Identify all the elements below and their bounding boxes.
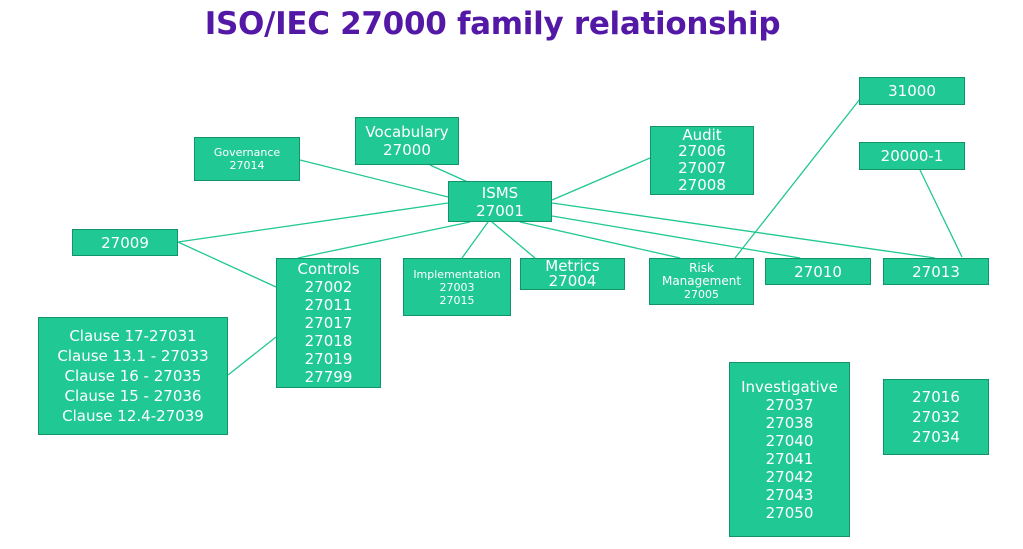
node-risk-management: Risk Management 27005 [649, 258, 754, 305]
other-code-1: 27016 [912, 388, 960, 406]
controls-code-1: 27002 [304, 278, 353, 296]
node-audit: Audit 27006 27007 27008 [650, 126, 754, 195]
governance-code: 27014 [229, 159, 265, 172]
investigative-label: Investigative [741, 377, 838, 396]
connector-27009-isms [177, 202, 449, 243]
connector-clauses-controls [227, 336, 277, 376]
controls-label: Controls [297, 260, 360, 278]
clause-item-3: Clause 16 - 27035 [64, 367, 202, 385]
node-27009: 27009 [72, 229, 178, 256]
connector-isms-risk [519, 221, 681, 259]
iso27013-code: 27013 [912, 262, 960, 281]
node-governance: Governance 27014 [194, 137, 300, 181]
node-metrics: Metrics 27004 [520, 258, 625, 290]
controls-code-6: 27799 [304, 368, 353, 386]
isms-code: 27001 [476, 201, 524, 220]
risk-label-1: Risk [689, 261, 714, 275]
connector-20000-27013 [919, 169, 963, 258]
connector-isms-27013 [551, 202, 936, 259]
node-31000: 31000 [859, 77, 965, 105]
connector-audit-isms [551, 157, 651, 201]
iso31000-code: 31000 [888, 82, 936, 100]
audit-code-2: 27007 [678, 158, 726, 177]
vocabulary-code: 27000 [383, 141, 431, 159]
investigative-code-6: 27043 [765, 485, 814, 504]
connector-isms-metrics [491, 221, 536, 259]
connector-risk-31000 [734, 98, 861, 259]
iso27010-code: 27010 [794, 262, 842, 281]
connector-isms-implementation [461, 221, 489, 259]
risk-label-2: Management [661, 274, 742, 288]
node-investigative: Investigative 27037 27038 27040 27041 27… [729, 362, 850, 537]
node-vocabulary: Vocabulary 27000 [355, 117, 459, 165]
investigative-code-1: 27037 [765, 395, 814, 414]
implementation-code-2: 27015 [439, 293, 475, 307]
clause-item-4: Clause 15 - 27036 [64, 387, 202, 405]
controls-code-5: 27019 [304, 350, 353, 368]
metrics-label: Metrics [545, 258, 600, 275]
clause-item-1: Clause 17-27031 [69, 327, 197, 345]
audit-code-1: 27006 [678, 141, 726, 160]
node-isms: ISMS 27001 [448, 181, 552, 222]
risk-code: 27005 [684, 288, 719, 301]
governance-label: Governance [213, 146, 281, 159]
node-implementation: Implementation 27003 27015 [403, 258, 511, 316]
vocabulary-label: Vocabulary [365, 123, 449, 141]
audit-label: Audit [682, 126, 722, 144]
investigative-code-5: 27042 [765, 467, 814, 486]
iso27009-code: 27009 [101, 233, 149, 252]
clause-item-5: Clause 12.4-27039 [62, 407, 204, 425]
connector-vocabulary-isms [429, 164, 471, 184]
investigative-code-4: 27041 [765, 449, 814, 468]
node-clauses: Clause 17-27031 Clause 13.1 - 27033 Clau… [38, 317, 228, 435]
controls-code-2: 27011 [304, 296, 353, 314]
controls-code-3: 27017 [304, 314, 353, 332]
implementation-label: Implementation [413, 267, 501, 281]
audit-code-3: 27008 [678, 175, 726, 194]
isms-label: ISMS [481, 183, 519, 202]
implementation-code-1: 27003 [439, 280, 475, 294]
page-title: ISO/IEC 27000 family relationship [204, 6, 781, 42]
clause-item-2: Clause 13.1 - 27033 [57, 347, 209, 365]
connector-27009-controls [177, 241, 277, 288]
connector-governance-isms [299, 159, 449, 198]
node-27013: 27013 [883, 258, 989, 285]
iso20000-code: 20000-1 [880, 147, 944, 165]
investigative-code-2: 27038 [765, 413, 814, 432]
investigative-code-7: 27050 [765, 503, 814, 522]
metrics-code: 27004 [548, 272, 597, 290]
node-other-standards: 27016 27032 27034 [883, 379, 989, 455]
node-20000-1: 20000-1 [859, 142, 965, 170]
investigative-code-3: 27040 [765, 431, 814, 450]
connector-isms-27010 [551, 215, 801, 259]
controls-code-4: 27018 [304, 332, 353, 350]
other-code-3: 27034 [912, 428, 960, 446]
node-27010: 27010 [765, 258, 871, 285]
node-controls: Controls 27002 27011 27017 27018 27019 2… [276, 258, 381, 388]
other-code-2: 27032 [912, 408, 960, 426]
connector-isms-controls [297, 221, 471, 259]
